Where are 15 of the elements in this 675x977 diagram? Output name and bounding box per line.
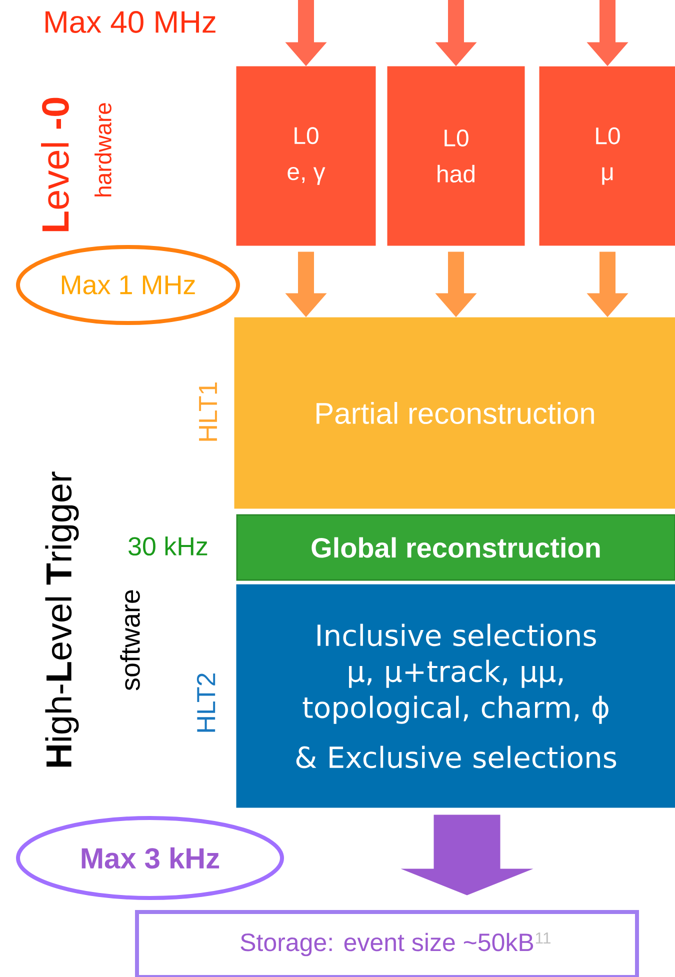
process-box: L0 e, γ — [236, 66, 376, 246]
process-box: L0 had — [387, 66, 525, 246]
stage-label: HLT1 — [199, 382, 217, 441]
stage-title: High-Level Trigger — [45, 472, 79, 767]
process-box: Inclusive selections μ, μ+track, μμ, topological, charm, ϕ & Exclusive selections — [236, 584, 675, 808]
process-box: Global reconstruction — [236, 514, 675, 581]
stage-label: 30 kHz — [128, 536, 208, 556]
process-box: Partial reconstruction — [234, 317, 675, 509]
page-number: 11 — [536, 932, 551, 944]
rate-label: software — [120, 590, 140, 690]
stage-label: HLT2 — [196, 673, 216, 732]
rate-label: hardware — [94, 103, 112, 196]
arrow — [402, 814, 532, 896]
rate-label: Max 40 MHz — [46, 11, 216, 33]
process-box: L0 μ — [539, 66, 675, 246]
